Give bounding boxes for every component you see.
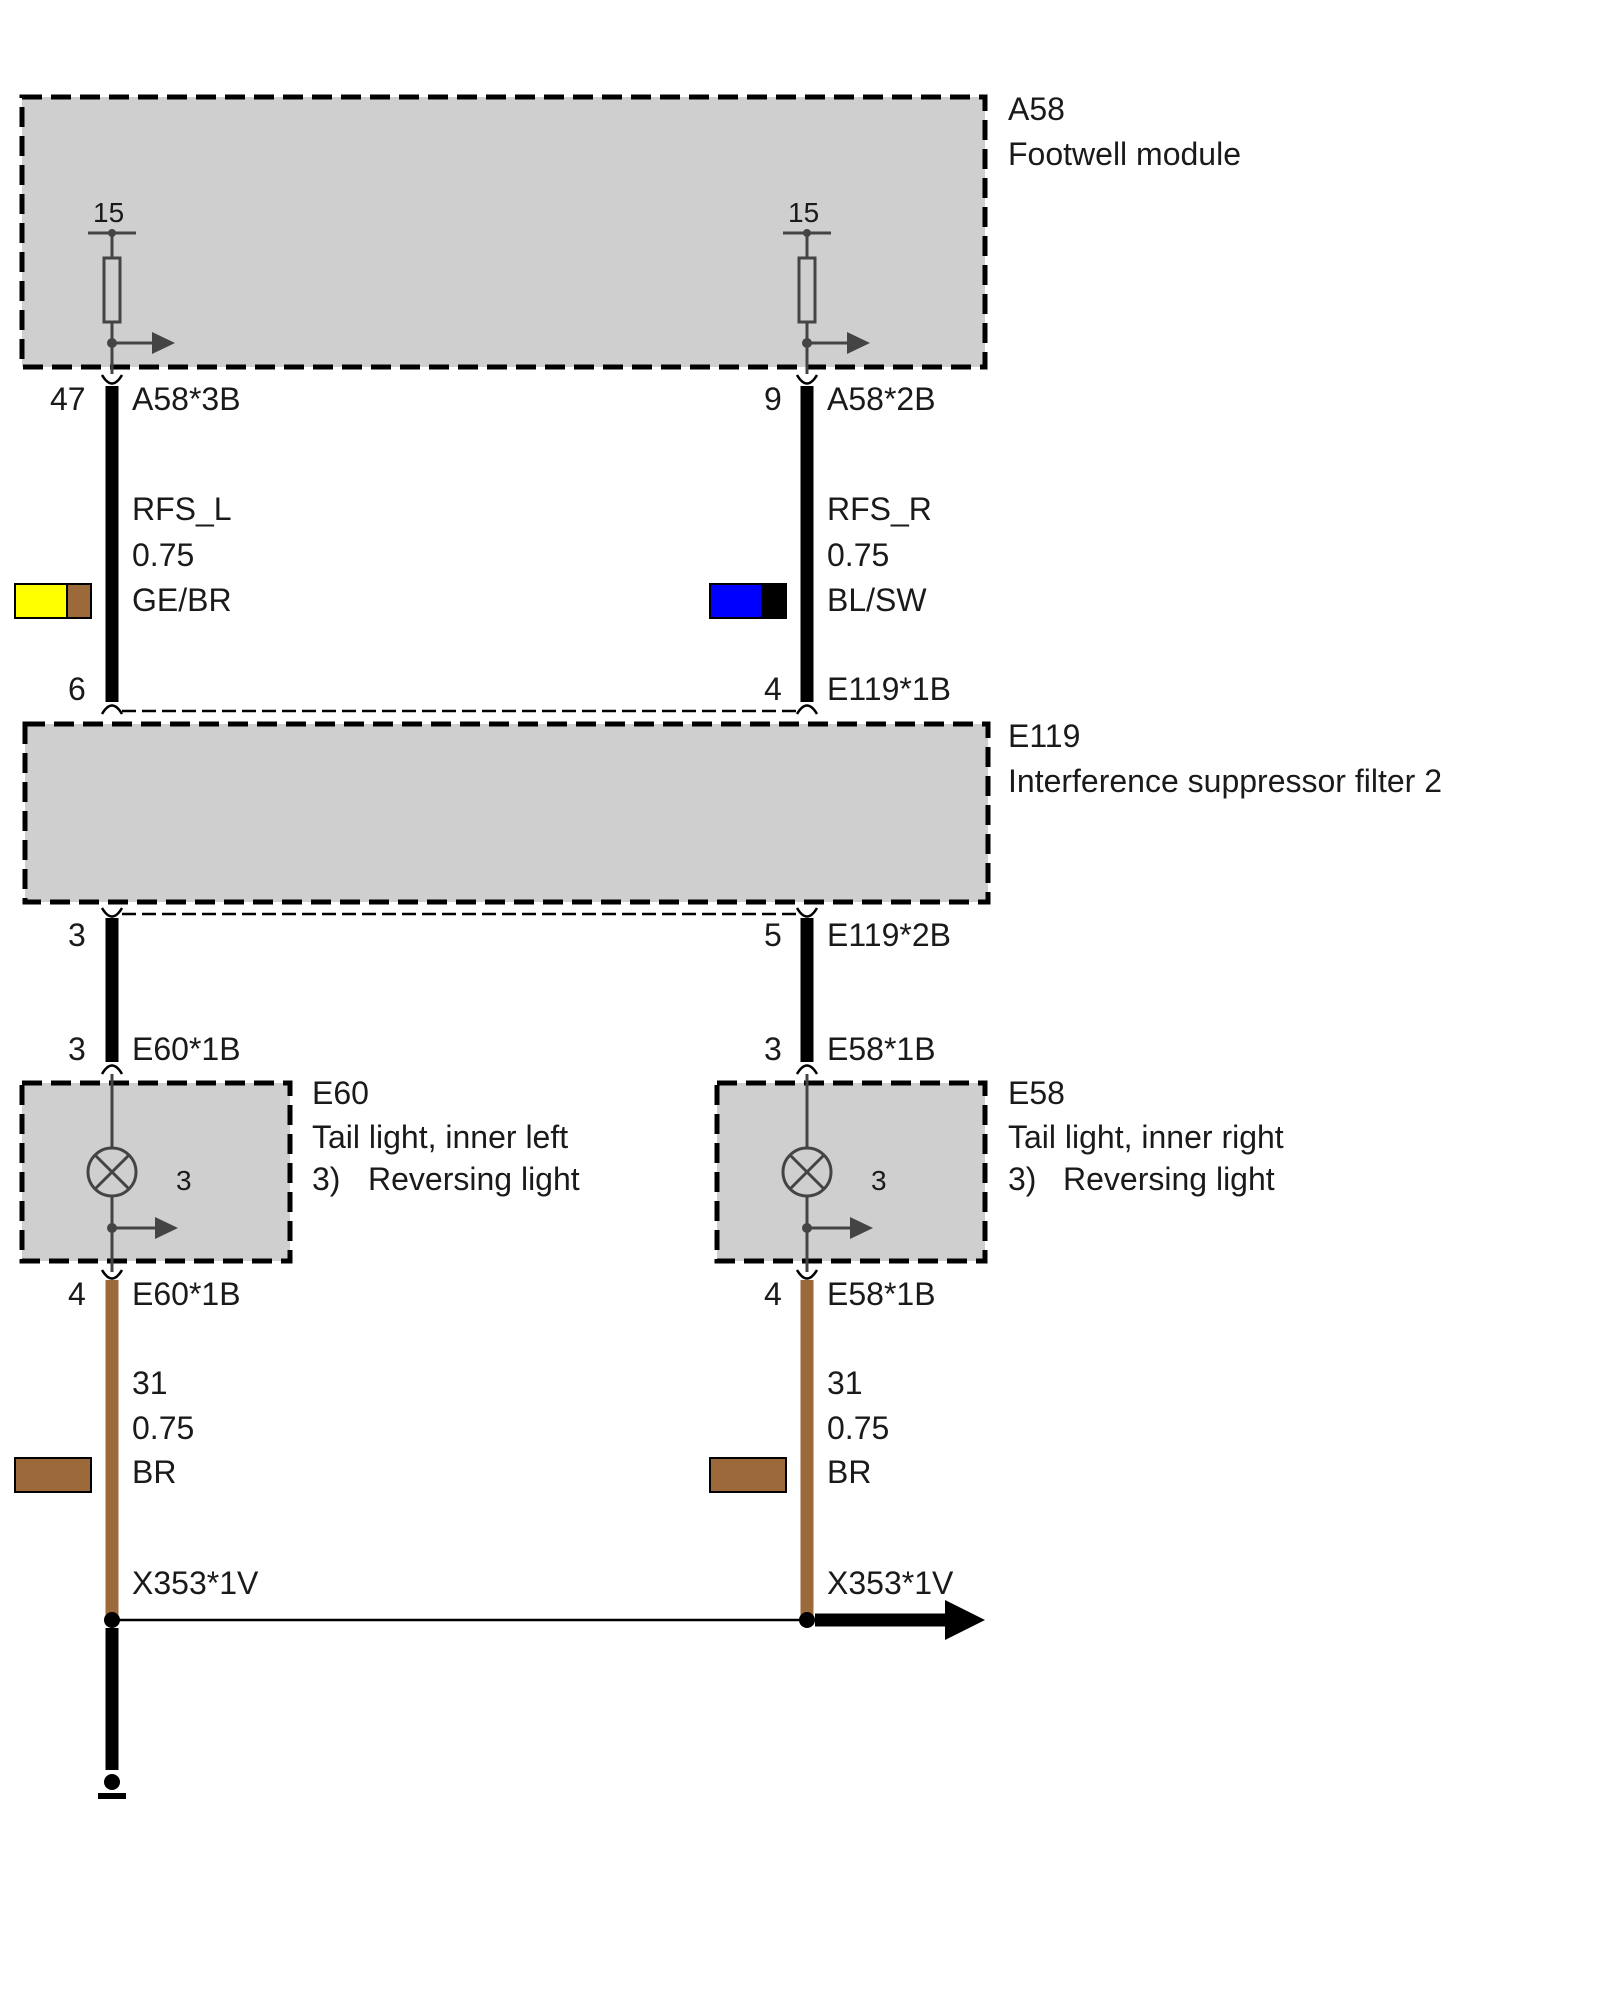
right-lamp-out-pin: 4 [764,1276,782,1312]
a58-module-box [19,94,988,370]
right-ground-color: BR [827,1454,871,1490]
right-lamp-in-connector: E58*1B [827,1031,936,1067]
right-ground-size: 0.75 [827,1410,889,1446]
left-ground-signal: 31 [132,1365,168,1401]
e60-id: E60 [312,1075,369,1111]
right-e119-in-connector: E119*1B [827,671,951,707]
e119-name: Interference suppressor filter 2 [1008,763,1442,799]
left-signal-name: RFS_L [132,491,232,527]
a58-left-terminal: 15 [93,197,124,228]
right-lamp-out-connector: E58*1B [827,1276,936,1312]
right-ground-signal: 31 [827,1365,863,1401]
a58-left-fuse-icon [88,229,175,374]
e58-lamp-number: 3 [871,1165,887,1196]
right-wire-color-swatch [709,583,787,619]
e60-lamp-icon [86,1074,178,1272]
left-lamp-in-pin: 3 [68,1031,86,1067]
e60-function: Reversing light [368,1161,580,1197]
a58-right-terminal: 15 [788,197,819,228]
left-wire-color: GE/BR [132,582,232,618]
left-splice-point [104,1612,120,1628]
right-wire-color: BL/SW [827,582,927,618]
right-e119-in-pin: 4 [764,671,782,707]
e58-function: Reversing light [1063,1161,1275,1197]
e60-lamp-number: 3 [176,1165,192,1196]
right-ground-color-swatch [709,1457,787,1493]
right-e119-out-pin: 5 [764,917,782,953]
right-signal-name: RFS_R [827,491,932,527]
right-a58-connector: A58*2B [827,381,936,417]
left-lamp-out-connector: E60*1B [132,1276,241,1312]
e58-lamp-icon [781,1074,873,1272]
left-e119-out-pin: 3 [68,917,86,953]
right-wire-size: 0.75 [827,537,889,573]
left-splice-label: X353*1V [132,1565,259,1601]
e60-function-number: 3) [312,1161,340,1197]
right-lamp-in-pin: 3 [764,1031,782,1067]
left-a58-connector: A58*3B [132,381,241,417]
left-wire-size: 0.75 [132,537,194,573]
left-lamp-out-pin: 4 [68,1276,86,1312]
left-ground-size: 0.75 [132,1410,194,1446]
e58-id: E58 [1008,1075,1065,1111]
e119-id: E119 [1008,718,1080,754]
e58-name: Tail light, inner right [1008,1119,1284,1155]
left-ground-color: BR [132,1454,176,1490]
right-a58-pin: 9 [764,381,782,417]
left-lamp-in-connector: E60*1B [132,1031,241,1067]
left-a58-pin: 47 [50,381,86,417]
left-e119-in-pin: 6 [68,671,86,707]
right-splice-label: X353*1V [827,1565,954,1601]
left-wire-color-swatch [14,583,92,619]
e119-filter-box [22,721,991,905]
right-splice-point [799,1612,815,1628]
left-ground-color-swatch [14,1457,92,1493]
a58-id: A58 [1008,91,1065,127]
a58-name: Footwell module [1008,136,1241,172]
continuation-arrow-icon [815,1600,985,1640]
right-e119-out-connector: E119*2B [827,917,951,953]
e60-name: Tail light, inner left [312,1119,568,1155]
a58-right-fuse-icon [783,229,870,374]
ground-icon [98,1774,126,1799]
e58-function-number: 3) [1008,1161,1036,1197]
